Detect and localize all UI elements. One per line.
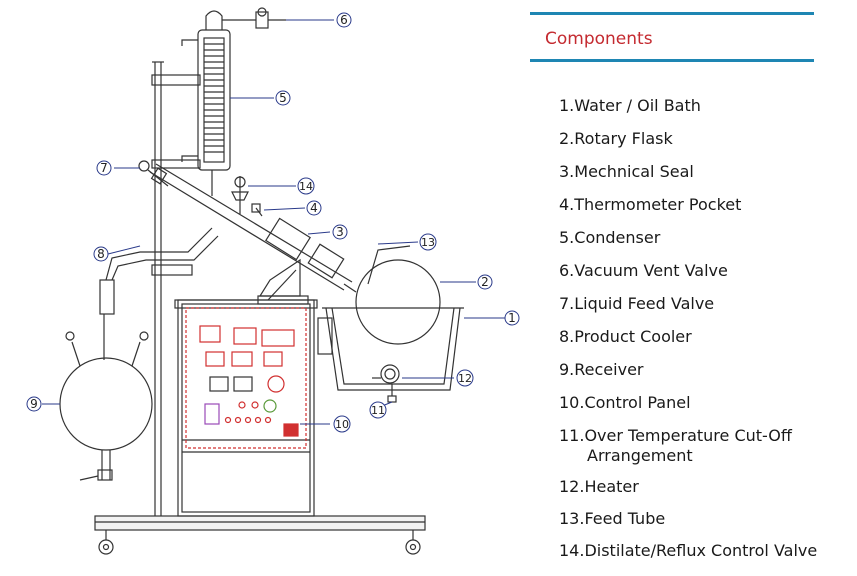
callout-3 bbox=[332, 224, 348, 240]
callout-5 bbox=[275, 90, 291, 106]
motor-housing bbox=[257, 258, 309, 305]
main-cabinet bbox=[174, 299, 318, 517]
vacuum-vent-valve bbox=[222, 7, 286, 29]
component-item: 9.Receiver bbox=[559, 360, 644, 379]
legend-bottom-rule bbox=[530, 59, 814, 62]
callout-11 bbox=[369, 401, 387, 419]
over-temp-cutoff bbox=[387, 384, 397, 403]
heater bbox=[372, 364, 400, 384]
feed-tube bbox=[367, 245, 411, 285]
frame-base bbox=[94, 515, 426, 531]
liquid-feed-valve bbox=[138, 160, 169, 187]
callout-label-10: 10 bbox=[335, 418, 349, 431]
callout-9 bbox=[26, 396, 42, 412]
callout-label-8: 8 bbox=[97, 247, 105, 261]
component-item: 1.Water / Oil Bath bbox=[559, 96, 701, 115]
component-item: 11.Over Temperature Cut-Off Arrangement bbox=[559, 426, 817, 466]
callout-label-5: 5 bbox=[279, 91, 287, 105]
callout-1 bbox=[504, 310, 520, 326]
callout-label-9: 9 bbox=[30, 397, 38, 411]
rotary-shaft bbox=[149, 163, 353, 301]
component-item: 2.Rotary Flask bbox=[559, 129, 673, 148]
reflux-control-valve bbox=[231, 176, 249, 214]
callout-label-13: 13 bbox=[421, 236, 435, 249]
callout-label-6: 6 bbox=[340, 13, 348, 27]
callout-label-3: 3 bbox=[336, 225, 344, 239]
component-item: 12.Heater bbox=[559, 477, 639, 496]
components-legend: Components 1.Water / Oil Bath 2.Rotary F… bbox=[530, 0, 857, 576]
component-item: 14.Distilate/Reflux Control Valve bbox=[559, 541, 818, 560]
caster-wheel bbox=[405, 530, 421, 555]
component-item: 7.Liquid Feed Valve bbox=[559, 294, 715, 313]
component-item: 5.Condenser bbox=[559, 228, 661, 247]
callout-label-1: 1 bbox=[508, 311, 516, 325]
component-item: 6.Vacuum Vent Valve bbox=[559, 261, 728, 280]
callout-6 bbox=[336, 12, 352, 28]
condenser bbox=[181, 10, 231, 196]
thermometer-pocket bbox=[251, 203, 263, 217]
component-list: 1.Water / Oil Bath 2.Rotary Flask 3.Mech… bbox=[559, 96, 817, 561]
callout-label-4: 4 bbox=[310, 201, 318, 215]
callout-13 bbox=[419, 233, 437, 251]
callout-7 bbox=[96, 160, 112, 176]
component-item: 13.Feed Tube bbox=[559, 509, 666, 528]
component-item-continuation: Arrangement bbox=[587, 446, 693, 465]
component-item: 8.Product Cooler bbox=[559, 327, 692, 346]
callout-12 bbox=[456, 369, 474, 387]
legend-title: Components bbox=[545, 29, 653, 49]
support-post bbox=[151, 61, 201, 516]
component-item: 3.Mechnical Seal bbox=[559, 162, 694, 181]
water-oil-bath bbox=[317, 307, 464, 391]
callout-2 bbox=[477, 274, 493, 290]
component-item: 4.Thermometer Pocket bbox=[559, 195, 742, 214]
callout-label-14: 14 bbox=[299, 180, 313, 193]
callout-14 bbox=[297, 177, 315, 195]
callout-label-11: 11 bbox=[371, 404, 385, 417]
callout-4 bbox=[306, 200, 322, 216]
callout-label-2: 2 bbox=[481, 275, 489, 289]
caster-wheel bbox=[98, 530, 114, 555]
callout-8 bbox=[93, 246, 109, 262]
product-cooler bbox=[99, 227, 219, 360]
callout-label-7: 7 bbox=[100, 161, 108, 175]
component-item: 10.Control Panel bbox=[559, 393, 691, 412]
rotary-flask bbox=[343, 259, 441, 345]
callout-10 bbox=[333, 415, 351, 433]
control-panel bbox=[185, 307, 307, 449]
callout-label-12: 12 bbox=[458, 372, 472, 385]
rotary-evaporator-diagram: 1 2 3 4 5 6 7 8 9 10 11 12 13 14 bbox=[26, 7, 520, 555]
legend-top-rule bbox=[530, 12, 814, 15]
receiver bbox=[59, 331, 153, 481]
